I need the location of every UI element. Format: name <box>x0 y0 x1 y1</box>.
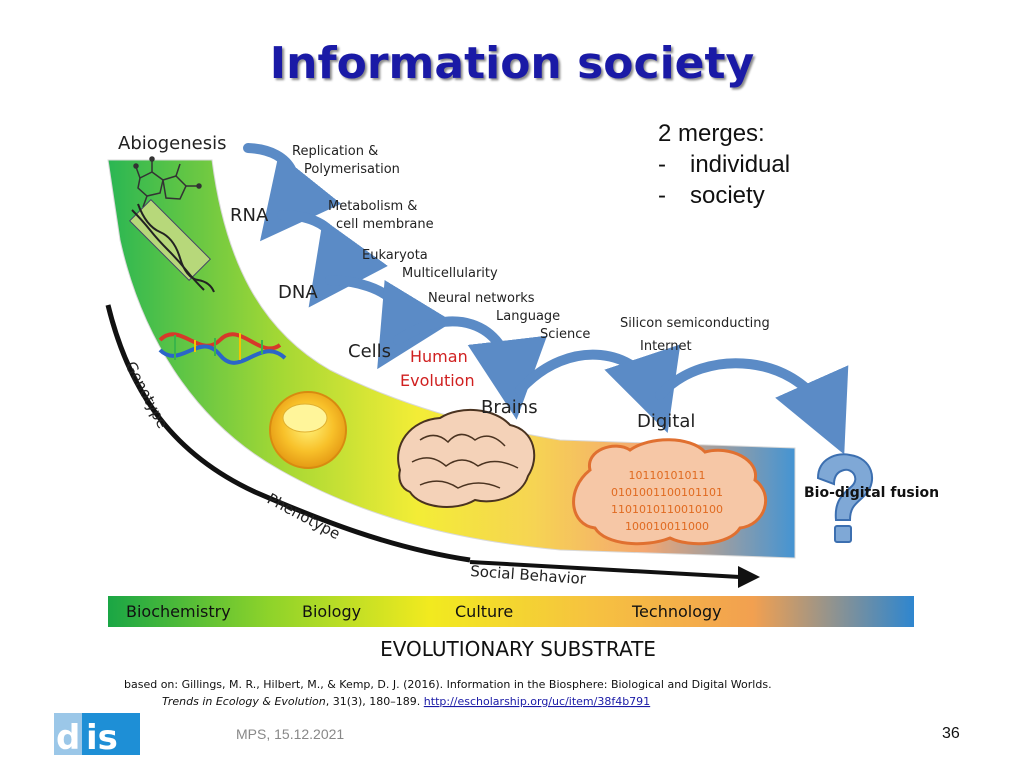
binary-cloud <box>572 438 768 546</box>
bio-digital-fusion-label: Bio-digital fusion <box>804 485 939 501</box>
stage-rna: RNA <box>230 205 269 226</box>
arrow-label-replication: Replication & Polymerisation <box>292 144 400 177</box>
binary-line: 10110101011 <box>629 469 706 482</box>
question-mark-icon <box>816 453 874 543</box>
page-number: 36 <box>942 725 960 742</box>
arrow-dna-cells <box>325 275 453 370</box>
arrow-label-eukaryota: Eukaryota Multicellularity <box>362 248 498 281</box>
stage-dna: DNA <box>278 282 318 303</box>
evolution-arrows <box>243 143 849 455</box>
merges-item-society: -society <box>658 182 765 209</box>
stage-abiogenesis: Abiogenesis <box>118 133 227 154</box>
molecule-icon <box>133 156 202 208</box>
arrow-brains-digital <box>515 344 681 433</box>
substrate-biochemistry: Biochemistry <box>126 602 231 621</box>
citation-line2: Trends in Ecology & Evolution, 31(3), 18… <box>162 695 650 708</box>
dna-helix-icon <box>158 332 287 365</box>
human-evolution-label: Human Evolution <box>400 347 475 390</box>
substrate-biology: Biology <box>302 602 361 621</box>
behavior-curve <box>105 304 471 563</box>
arrow-label-neural: Neural networks Language Science <box>428 291 590 342</box>
stage-brains: Brains <box>481 397 538 418</box>
substrate-technology: Technology <box>631 602 722 621</box>
binary-line: 0101001100101101 <box>611 486 723 499</box>
substrate-title: EVOLUTIONARY SUBSTRATE <box>380 637 656 661</box>
stage-digital: Digital <box>637 411 695 432</box>
binary-line: 100010011000 <box>625 520 709 533</box>
substrate-bar <box>108 596 914 627</box>
behavior-arrowhead <box>738 566 760 588</box>
merges-heading: 2 merges: <box>658 120 765 147</box>
arrow-abiogenesis-rna <box>243 143 342 242</box>
slide-title: Information society <box>269 38 755 89</box>
dis-logo: d is <box>52 711 142 757</box>
cell-icon <box>269 391 347 469</box>
brain-icon <box>397 408 536 508</box>
merges-item-individual: -individual <box>658 151 791 178</box>
arrow-label-silicon: Silicon semiconducting Internet <box>620 316 774 354</box>
rna-strand-icon <box>128 198 215 293</box>
arrow-cells-brains <box>393 316 548 420</box>
curve-label-phenotype: Phenotype <box>264 490 343 543</box>
stage-cells: Cells <box>348 341 391 362</box>
citation-line1: based on: Gillings, M. R., Hilbert, M., … <box>124 678 772 691</box>
substrate-culture: Culture <box>455 602 513 621</box>
logo-letter-d: d <box>56 718 80 757</box>
arrow-rna-dna <box>277 210 388 308</box>
arrow-label-metabolism: Metabolism & cell membrane <box>328 199 434 232</box>
binary-line: 1101010110010100 <box>611 503 723 516</box>
logo-letters-is: is <box>86 718 118 757</box>
arrow-digital-fusion <box>655 358 849 455</box>
curve-label-genotype: Genotype <box>121 358 171 431</box>
merges-note: 2 merges: -individual -society <box>658 118 790 211</box>
footer-meta: MPS, 15.12.2021 <box>236 726 345 742</box>
